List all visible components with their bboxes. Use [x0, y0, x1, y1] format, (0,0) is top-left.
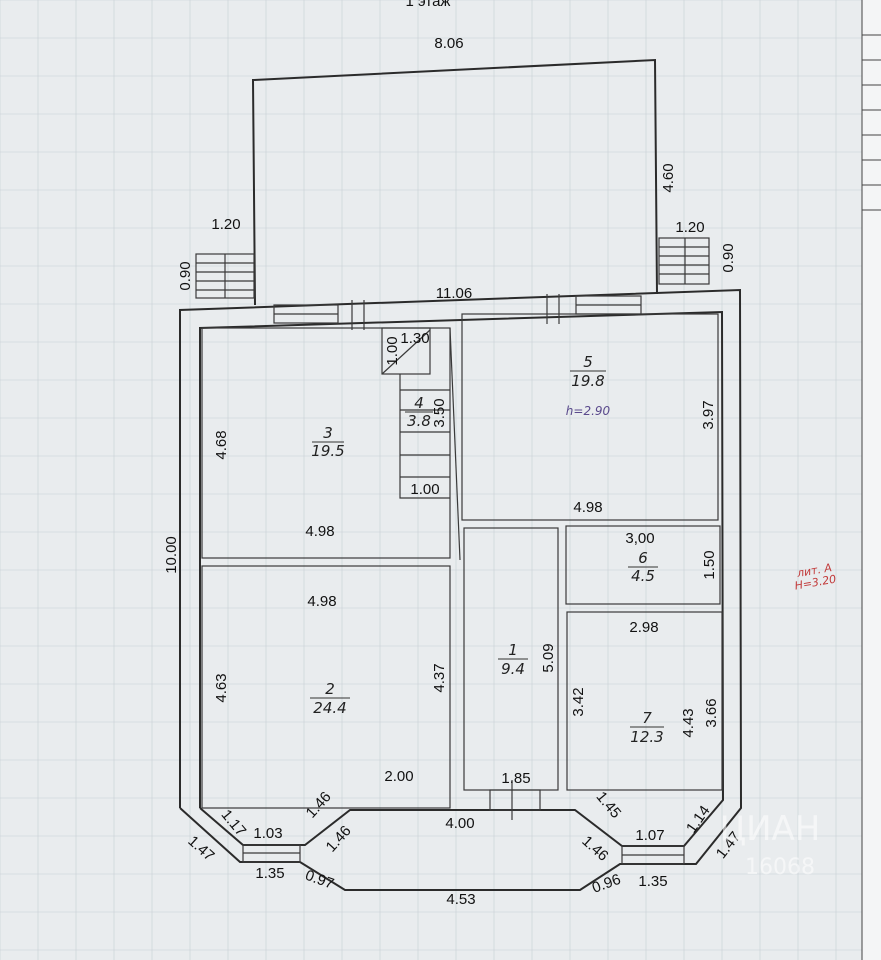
dim-bay-c: 1.46	[303, 788, 335, 821]
room-6-number: 6	[638, 549, 648, 567]
dim-bay-e: 4.00	[445, 815, 474, 832]
dim-bay-a: 1.17	[218, 806, 250, 839]
floor-label: 1 этаж	[406, 0, 451, 10]
dim-steps-left-width: 1.20	[211, 216, 240, 233]
paper-margin	[862, 0, 881, 960]
room-2-outline	[201, 565, 451, 809]
room-2-number: 2	[325, 680, 335, 698]
dim-r2-bottom: 2.00	[384, 768, 413, 785]
dim-bay-f: 1.45	[593, 788, 625, 821]
lit-label: лит. А	[795, 561, 833, 580]
dim-r7-left: 3.42	[570, 687, 587, 716]
dim-r2-top: 4.98	[307, 593, 336, 610]
dim-bay-b: 1.03	[253, 825, 282, 842]
dim-r7-top: 2.98	[629, 619, 658, 636]
room-5-ceiling-height: h=2.90	[566, 404, 611, 418]
dim-r2-right: 4.37	[431, 663, 448, 692]
dim-r7-right1: 4.43	[680, 708, 697, 737]
steps-right	[658, 237, 710, 285]
dim-r1-bottom: 1.85	[501, 770, 530, 787]
margin-ticks	[861, 0, 881, 960]
room-3-number: 3	[323, 424, 333, 442]
dim-house-depth: 10.00	[163, 536, 180, 574]
dim-bay-h: 1.07	[635, 827, 664, 844]
room-4-area: 3.8	[407, 412, 431, 430]
dim-out-c: 0.97	[303, 867, 336, 893]
grid-background	[0, 0, 862, 960]
dim-steps-left-depth: 0.90	[177, 261, 194, 290]
dim-r7-right2: 3.66	[703, 698, 720, 727]
dim-terrace-depth: 4.60	[660, 163, 677, 192]
dim-bay-i: 1.14	[683, 803, 714, 837]
dim-bay-g: 1.46	[578, 833, 611, 865]
interior-walls	[201, 313, 723, 809]
steps-left	[195, 253, 255, 299]
room-2-area: 24.4	[313, 699, 346, 717]
room-6-outline	[565, 525, 721, 605]
terrace	[251, 58, 658, 306]
watermark-logo: ЦИАН	[720, 809, 821, 849]
room-1-area: 9.4	[501, 660, 525, 678]
dim-out-d: 4.53	[446, 891, 475, 908]
dim-out-b: 1.35	[255, 865, 284, 882]
dim-steps-right-depth: 0.90	[720, 243, 737, 272]
room-6-area: 4.5	[631, 567, 655, 585]
room-1-number: 1	[508, 641, 518, 659]
dim-r5-bottom: 4.98	[573, 499, 602, 516]
dim-house-top-width: 11.06	[436, 285, 472, 302]
dim-r1-right: 5.09	[540, 643, 557, 672]
room-5-number: 5	[583, 353, 593, 371]
dim-out-e: 0.96	[590, 871, 623, 897]
room-7-outline	[566, 611, 723, 791]
room-5-area: 19.8	[571, 372, 604, 390]
dim-r2-left: 4.63	[213, 673, 230, 702]
dim-r3-bottom: 4.98	[305, 523, 334, 540]
dim-r5-right: 3.97	[700, 400, 717, 429]
dim-stair-len: 3.50	[431, 398, 448, 427]
room-4-number: 4	[414, 394, 424, 412]
dim-r6-top: 3,00	[625, 530, 654, 547]
dim-r3-left: 4.68	[213, 430, 230, 459]
room-7-number: 7	[642, 709, 652, 727]
room-3-outline	[201, 327, 451, 559]
dim-terrace-width: 8.06	[434, 35, 463, 52]
dim-stair-w-bottom: 1.00	[410, 481, 439, 498]
watermark-id: 16068	[745, 855, 815, 880]
dim-out-f: 1.35	[638, 873, 667, 890]
dim-r6-right: 1.50	[701, 550, 718, 579]
dim-steps-right-width: 1.20	[675, 219, 704, 236]
dim-stair-w-top: 1.30	[400, 330, 429, 347]
stair	[381, 327, 450, 499]
room-3-area: 19.5	[311, 442, 344, 460]
dim-stair-h-top: 1.00	[384, 336, 401, 365]
windows	[242, 294, 685, 865]
room-7-area: 12.3	[630, 728, 663, 746]
